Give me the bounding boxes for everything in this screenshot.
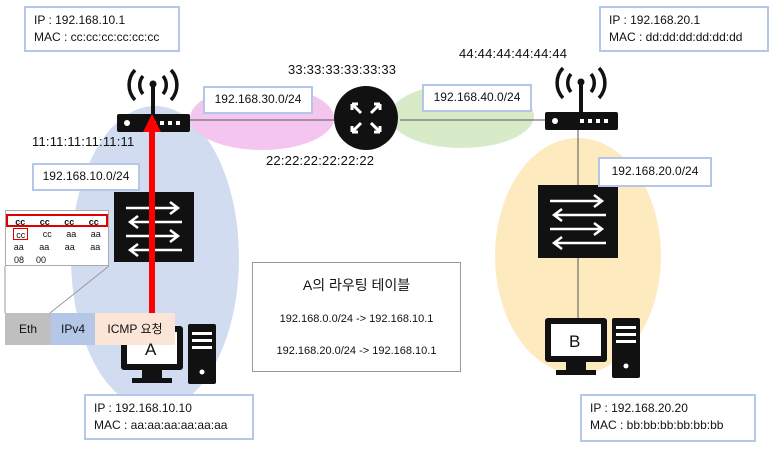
router-b-ip: IP : 192.168.20.1: [609, 13, 701, 27]
pc-a-mac: MAC : aa:aa:aa:aa:aa:aa: [94, 418, 228, 432]
packet-icmp-layer: ICMP 요청: [95, 313, 175, 345]
frame-byte: cc: [88, 217, 99, 227]
pc-a-ip: IP : 192.168.10.10: [94, 401, 192, 415]
net-40-label: 192.168.40.0/24: [422, 84, 532, 112]
frame-row-4: 08 00: [6, 254, 108, 266]
router-b-mac: MAC : dd:dd:dd:dd:dd:dd: [609, 30, 743, 44]
frame-row-1: cc cc cc cc: [6, 214, 108, 227]
pc-a-label: A: [145, 340, 157, 359]
pc-b-label: B: [569, 332, 581, 351]
router-a-wan-mac: 11:11:11:11:11:11: [32, 134, 135, 149]
core-router-icon: [334, 86, 398, 150]
frame-byte: cc: [15, 217, 26, 227]
pc-b-ip: IP : 192.168.20.20: [590, 401, 688, 415]
router-b-wan-mac: 44:44:44:44:44:44: [459, 46, 568, 61]
pc-b-mac: MAC : bb:bb:bb:bb:bb:bb: [590, 418, 724, 432]
frame-byte: aa: [13, 242, 24, 252]
router-b-icon: [545, 66, 618, 130]
pc-b-icon: [545, 318, 640, 378]
packet-eth-layer: Eth: [5, 313, 51, 345]
router-a-mac: MAC : cc:cc:cc:cc:cc:cc: [34, 30, 160, 44]
frame-row-2: cc cc aa aa: [6, 228, 108, 240]
core-top-mac: 33:33:33:33:33:33: [288, 62, 397, 77]
frame-byte: aa: [90, 229, 101, 239]
routing-table-row: 192.168.0.0/24 -> 192.168.10.1: [279, 313, 434, 325]
router-a-info-box: IP : 192.168.10.1 MAC : cc:cc:cc:cc:cc:c…: [24, 6, 180, 52]
net-20-label: 192.168.20.0/24: [598, 157, 712, 187]
frame-byte: cc: [64, 217, 75, 227]
frame-byte: cc: [39, 217, 50, 227]
switch-b-icon: [538, 185, 618, 258]
icmp-request-arrow: [143, 114, 161, 340]
frame-byte: 08: [14, 255, 25, 265]
frame-byte: aa: [64, 242, 75, 252]
frame-byte: aa: [66, 229, 77, 239]
net-10-label: 192.168.10.0/24: [32, 163, 140, 191]
frame-byte: cc: [13, 228, 29, 240]
frame-byte: 00: [36, 255, 47, 265]
core-left-mac: 22:22:22:22:22:22: [266, 153, 375, 168]
router-a-ip: IP : 192.168.10.1: [34, 13, 126, 27]
frame-row-3: aa aa aa aa: [6, 241, 108, 253]
pc-a-info-box: IP : 192.168.10.10 MAC : aa:aa:aa:aa:aa:…: [84, 394, 254, 440]
routing-table-row: 192.168.20.0/24 -> 192.168.10.1: [276, 345, 437, 357]
pc-b-info-box: IP : 192.168.20.20 MAC : bb:bb:bb:bb:bb:…: [580, 394, 756, 442]
frame-byte: aa: [39, 242, 50, 252]
routing-table-title: A의 라우팅 테이블: [302, 277, 411, 293]
net-30-label: 192.168.30.0/24: [203, 86, 313, 114]
link-frame-packet-2: [49, 265, 110, 314]
frame-byte: cc: [42, 229, 52, 239]
router-b-info-box: IP : 192.168.20.1 MAC : dd:dd:dd:dd:dd:d…: [599, 6, 769, 52]
frame-byte: aa: [90, 242, 101, 252]
routing-table: A의 라우팅 테이블 192.168.0.0/24 -> 192.168.10.…: [252, 262, 461, 372]
packet-ipv4-layer: IPv4: [51, 313, 95, 345]
ethernet-frame: cc cc cc cc cc cc aa aa aa aa aa aa 08 0…: [5, 210, 109, 266]
